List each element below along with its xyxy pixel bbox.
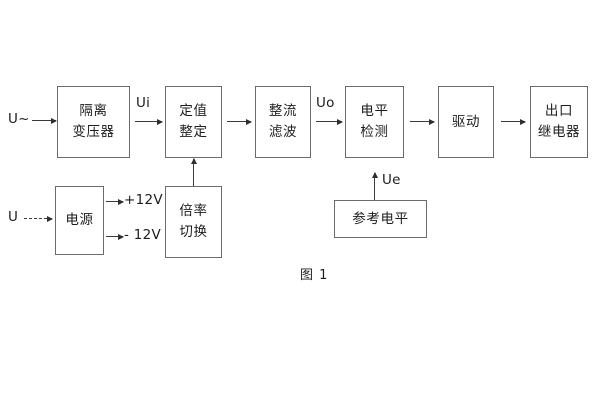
arrow-drive-to-output-relay bbox=[501, 121, 525, 123]
signal-ui-label: Ui bbox=[136, 95, 151, 111]
block-level-detect-line2: 检测 bbox=[360, 124, 389, 140]
label-pos12v: +12V bbox=[124, 192, 163, 208]
block-level-detect-line1: 电平 bbox=[360, 103, 389, 120]
block-rectify-filter-line2: 滤波 bbox=[268, 124, 298, 140]
block-reference-level: 参考电平 bbox=[334, 200, 427, 238]
arrow-power-supply-pos12v bbox=[106, 201, 123, 203]
block-output-relay-line2: 继电器 bbox=[537, 124, 581, 140]
block-output-relay: 出口 继电器 bbox=[530, 86, 588, 158]
block-drive: 驱动 bbox=[438, 86, 494, 158]
input-ac-label: U~ bbox=[8, 111, 30, 127]
label-neg12v: - 12V bbox=[124, 227, 162, 243]
arrow-setting-value-to-rectify-filter bbox=[227, 121, 251, 123]
block-multiplier-switch-line2: 切换 bbox=[179, 224, 208, 240]
block-reference-level-line1: 参考电平 bbox=[352, 210, 409, 227]
block-setting-value-line2: 整定 bbox=[179, 124, 208, 140]
block-isolation-transformer-line1: 隔离 bbox=[79, 103, 108, 120]
block-power-supply: 电源 bbox=[55, 186, 104, 255]
arrow-rectify-filter-to-level-detect bbox=[316, 121, 342, 123]
block-isolation-transformer: 隔离 变压器 bbox=[57, 86, 130, 158]
arrow-reference-level-to-level-detect bbox=[374, 173, 376, 200]
block-multiplier-switch: 倍率 切换 bbox=[165, 186, 222, 258]
input-dc-label: U bbox=[8, 209, 19, 225]
block-rectify-filter: 整流 滤波 bbox=[255, 86, 311, 158]
arrow-power-supply-neg12v bbox=[106, 236, 123, 238]
signal-uo-label: Uo bbox=[316, 95, 335, 111]
block-isolation-transformer-line2: 变压器 bbox=[72, 124, 115, 140]
block-power-supply-line1: 电源 bbox=[65, 212, 94, 229]
block-multiplier-switch-line1: 倍率 bbox=[179, 203, 208, 220]
arrow-input-dc-to-power-supply bbox=[24, 218, 52, 219]
block-output-relay-line1: 出口 bbox=[544, 103, 574, 120]
block-level-detect: 电平 检测 bbox=[345, 86, 404, 158]
block-rectify-filter-line1: 整流 bbox=[268, 103, 298, 120]
block-setting-value-line1: 定值 bbox=[179, 103, 208, 120]
figure-caption: 图 1 bbox=[300, 268, 329, 283]
arrow-level-detect-to-drive bbox=[410, 121, 434, 123]
block-drive-line1: 驱动 bbox=[451, 113, 481, 130]
arrow-input-ac-to-isolation-transformer bbox=[32, 120, 56, 122]
signal-ue-label: Ue bbox=[382, 172, 401, 188]
block-setting-value: 定值 整定 bbox=[165, 86, 222, 158]
arrow-isolation-transformer-to-setting-value bbox=[135, 121, 162, 123]
arrow-multiplier-switch-to-setting-value bbox=[193, 159, 195, 186]
